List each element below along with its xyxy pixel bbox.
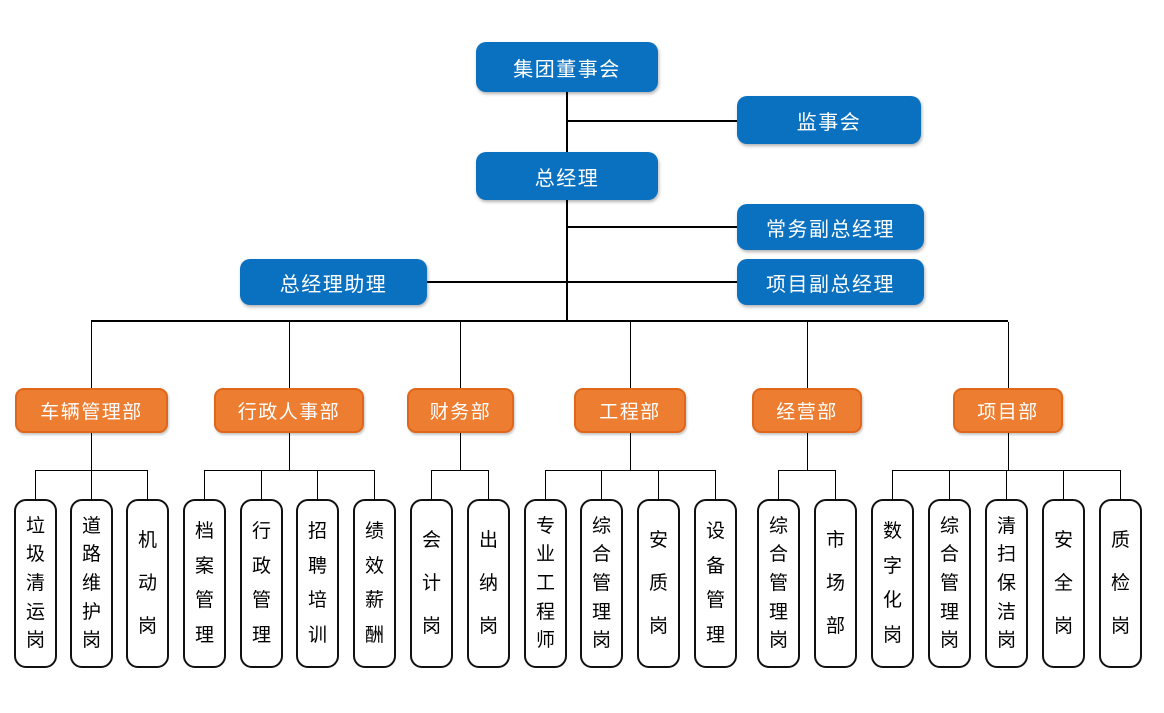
connector-child-bus xyxy=(778,470,836,471)
connector-exec-deputy xyxy=(567,226,737,228)
position-mobile-post: 机动岗 xyxy=(126,499,169,668)
connector-leaf-drop xyxy=(431,470,432,499)
connector-leaf-drop xyxy=(1120,470,1121,499)
node-exec-deputy-gm-label: 常务副总经理 xyxy=(766,218,895,241)
connector-leaf-drop xyxy=(261,470,262,499)
connector-leaf-drop xyxy=(488,470,489,499)
node-dept-vehicle-mgmt-label: 车辆管理部 xyxy=(40,402,143,423)
position-safety-quality: 安质岗 xyxy=(637,499,680,668)
node-exec-deputy-gm: 常务副总经理 xyxy=(737,204,924,250)
connector-leaf-drop xyxy=(601,470,602,499)
connector-leaf-drop xyxy=(835,470,836,499)
position-general-mgmt-engineering: 综合管理岗 xyxy=(580,499,623,668)
connector-drop xyxy=(289,322,290,388)
node-supervisory-board-label: 监事会 xyxy=(796,111,862,134)
connector-stem xyxy=(289,433,290,470)
node-dept-operations: 经营部 xyxy=(752,388,862,433)
node-project-deputy-gm-label: 项目副总经理 xyxy=(766,273,895,296)
position-market-dept: 市场部 xyxy=(814,499,857,668)
connector-drop xyxy=(1008,322,1009,388)
node-dept-project-label: 项目部 xyxy=(977,402,1039,423)
node-project-deputy-gm: 项目副总经理 xyxy=(737,259,924,305)
connector-drop xyxy=(630,322,631,388)
connector-stem xyxy=(630,433,631,470)
connector-leaf-drop xyxy=(949,470,950,499)
connector-leaf-drop xyxy=(91,470,92,499)
position-safety: 安全岗 xyxy=(1042,499,1085,668)
connector-drop xyxy=(807,322,808,388)
connector-leaf-drop xyxy=(1006,470,1007,499)
connector-leaf-drop xyxy=(892,470,893,499)
connector-leaf-drop xyxy=(778,470,779,499)
position-quality-inspection: 质检岗 xyxy=(1099,499,1142,668)
node-dept-finance: 财务部 xyxy=(407,388,514,433)
connector-main-bus xyxy=(91,320,1008,322)
position-professional-engineer: 专业工程师 xyxy=(524,499,567,668)
node-supervisory-board: 监事会 xyxy=(737,96,921,144)
connector-stem xyxy=(1008,433,1009,470)
node-gm-assistant: 总经理助理 xyxy=(240,259,427,305)
node-dept-engineering-label: 工程部 xyxy=(599,402,661,423)
position-garbage-collection: 垃圾清运岗 xyxy=(14,499,57,668)
node-board-label: 集团董事会 xyxy=(513,58,621,81)
position-road-maintenance: 道路维护岗 xyxy=(70,499,113,668)
connector-child-bus xyxy=(431,470,489,471)
connector-leaf-drop xyxy=(545,470,546,499)
connector-child-bus xyxy=(545,470,716,471)
connector-assistant-deputy xyxy=(427,281,737,283)
position-general-mgmt-operations: 综合管理岗 xyxy=(757,499,800,668)
connector-leaf-drop xyxy=(147,470,148,499)
node-dept-hr-admin-label: 行政人事部 xyxy=(237,402,341,423)
connector-drop xyxy=(91,322,92,388)
connector-leaf-drop xyxy=(658,470,659,499)
position-cashier: 出纳岗 xyxy=(467,499,510,668)
position-admin-mgmt: 行政管理 xyxy=(240,499,283,668)
connector-leaf-drop xyxy=(35,470,36,499)
connector-supervisory xyxy=(567,120,737,122)
position-general-mgmt-project: 综合管理岗 xyxy=(928,499,971,668)
position-archives-mgmt: 档案管理 xyxy=(183,499,226,668)
connector-trunk xyxy=(566,92,568,322)
node-dept-project: 项目部 xyxy=(953,388,1063,433)
node-general-manager: 总经理 xyxy=(476,152,658,200)
node-dept-operations-label: 经营部 xyxy=(776,402,838,423)
connector-stem xyxy=(807,433,808,470)
connector-leaf-drop xyxy=(1063,470,1064,499)
connector-drop xyxy=(460,322,461,388)
node-dept-hr-admin: 行政人事部 xyxy=(214,388,364,433)
position-accounting: 会计岗 xyxy=(410,499,453,668)
connector-leaf-drop xyxy=(204,470,205,499)
node-dept-vehicle-mgmt: 车辆管理部 xyxy=(15,388,168,433)
connector-leaf-drop xyxy=(715,470,716,499)
position-performance-pay: 绩效薪酬 xyxy=(353,499,396,668)
position-cleaning: 清扫保洁岗 xyxy=(985,499,1028,668)
connector-stem xyxy=(460,433,461,470)
position-equipment-mgmt: 设备管理 xyxy=(694,499,737,668)
connector-leaf-drop xyxy=(374,470,375,499)
connector-stem xyxy=(91,433,92,470)
connector-leaf-drop xyxy=(317,470,318,499)
connector-child-bus xyxy=(204,470,375,471)
node-gm-assistant-label: 总经理助理 xyxy=(279,273,388,296)
node-dept-finance-label: 财务部 xyxy=(429,402,492,423)
node-dept-engineering: 工程部 xyxy=(574,388,686,433)
node-general-manager-label: 总经理 xyxy=(534,167,600,190)
position-recruit-training: 招聘培训 xyxy=(296,499,339,668)
position-digitalization: 数字化岗 xyxy=(871,499,914,668)
node-board: 集团董事会 xyxy=(476,42,658,92)
